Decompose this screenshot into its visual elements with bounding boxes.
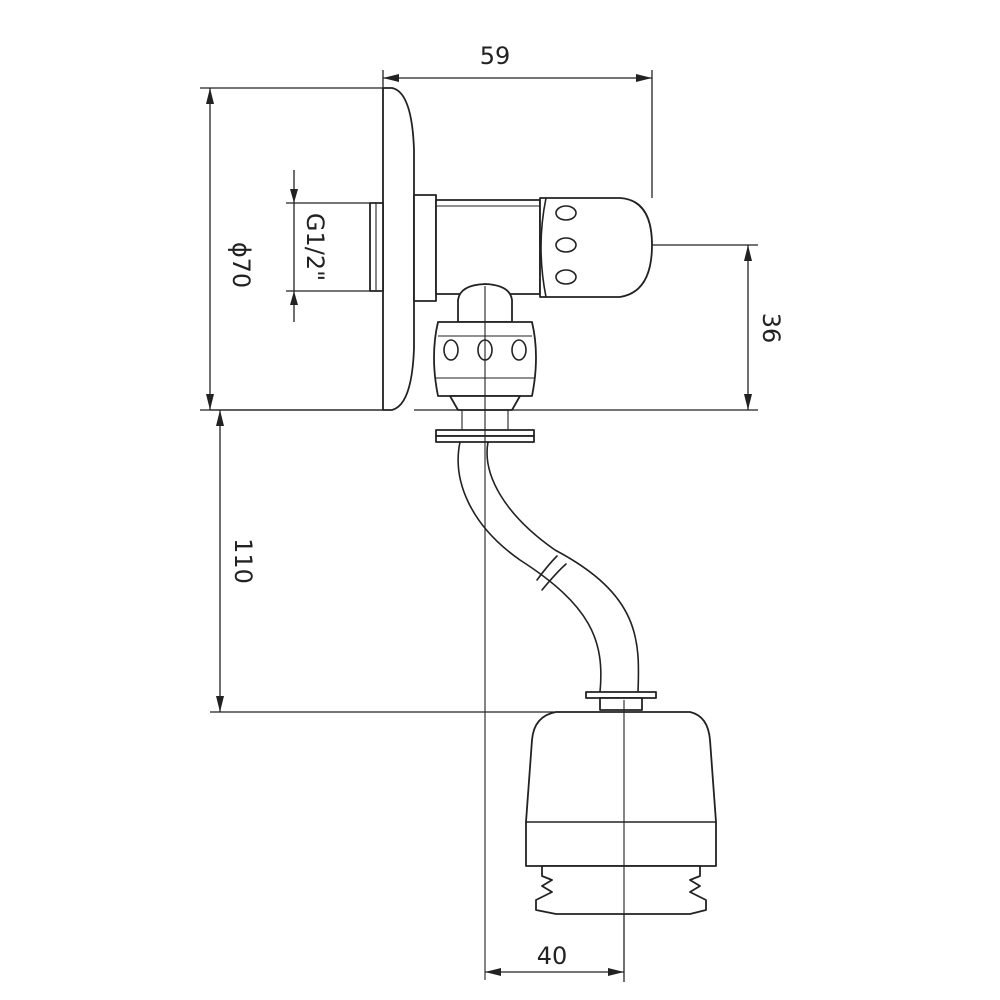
spray-head <box>525 700 717 915</box>
dimension-label-40: 40 <box>537 942 568 970</box>
dimension-outlet-offset: 36 <box>414 244 785 411</box>
dimension-label-110: 110 <box>229 538 257 584</box>
pipe-collar <box>585 691 657 711</box>
button-holes <box>555 205 577 285</box>
dimension-label-phi70: ϕ70 <box>227 242 255 288</box>
wall-flange <box>382 87 415 411</box>
dimension-label-36: 36 <box>757 313 785 344</box>
dimension-label-thread: G1/2" <box>301 213 329 281</box>
dimension-drop-height: 110 <box>210 409 560 713</box>
dimension-top-width: 59 <box>382 42 653 198</box>
dimension-thread: G1/2" <box>286 170 370 322</box>
curved-pipe <box>457 441 640 693</box>
thread-stub <box>369 202 384 292</box>
dimension-label-59: 59 <box>480 42 511 70</box>
valve-body <box>413 194 653 302</box>
dimension-bottom-width: 40 <box>485 914 625 982</box>
dimension-flange-diameter: ϕ70 <box>200 87 383 411</box>
